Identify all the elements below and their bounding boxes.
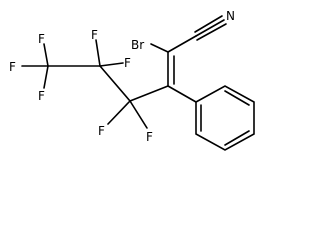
- bond-c5-f-up: [95, 39, 101, 67]
- atom-f-c5-up: F: [91, 28, 98, 42]
- phenyl-inner-bonds: [200, 90, 250, 146]
- phenyl-ring: [195, 85, 255, 151]
- structure-diagram: Br N F F F F F F F: [9, 9, 255, 151]
- bond-c6-f-up: [43, 43, 49, 67]
- bond-c4-c5: [99, 65, 131, 102]
- atom-f-c4-left: F: [98, 124, 105, 138]
- atom-f-c6-left: F: [9, 60, 16, 74]
- bond-c4-f-left: [107, 100, 131, 125]
- bond-c1-n-triple: [194, 15, 227, 41]
- bond-c2-c3-double: [167, 51, 175, 87]
- atom-f-c6-up: F: [38, 32, 45, 46]
- atom-f-c4-right: F: [146, 130, 153, 144]
- atom-f-c6-down: F: [38, 89, 45, 103]
- atom-br: Br: [131, 38, 144, 52]
- molecule-drawing: Br N F F F F F F F: [9, 9, 255, 151]
- bond-c4-f-right: [129, 100, 148, 129]
- bond-c3-c4: [129, 85, 169, 102]
- atom-f-c5-right: F: [124, 56, 131, 70]
- bond-c6-f-down: [43, 65, 49, 89]
- bond-c3-phenyl: [167, 85, 197, 103]
- bond-c5-f-right: [99, 62, 124, 67]
- atom-n: N: [226, 9, 235, 23]
- bond-c2-c1: [167, 35, 197, 53]
- bond-br-c2: [150, 43, 169, 53]
